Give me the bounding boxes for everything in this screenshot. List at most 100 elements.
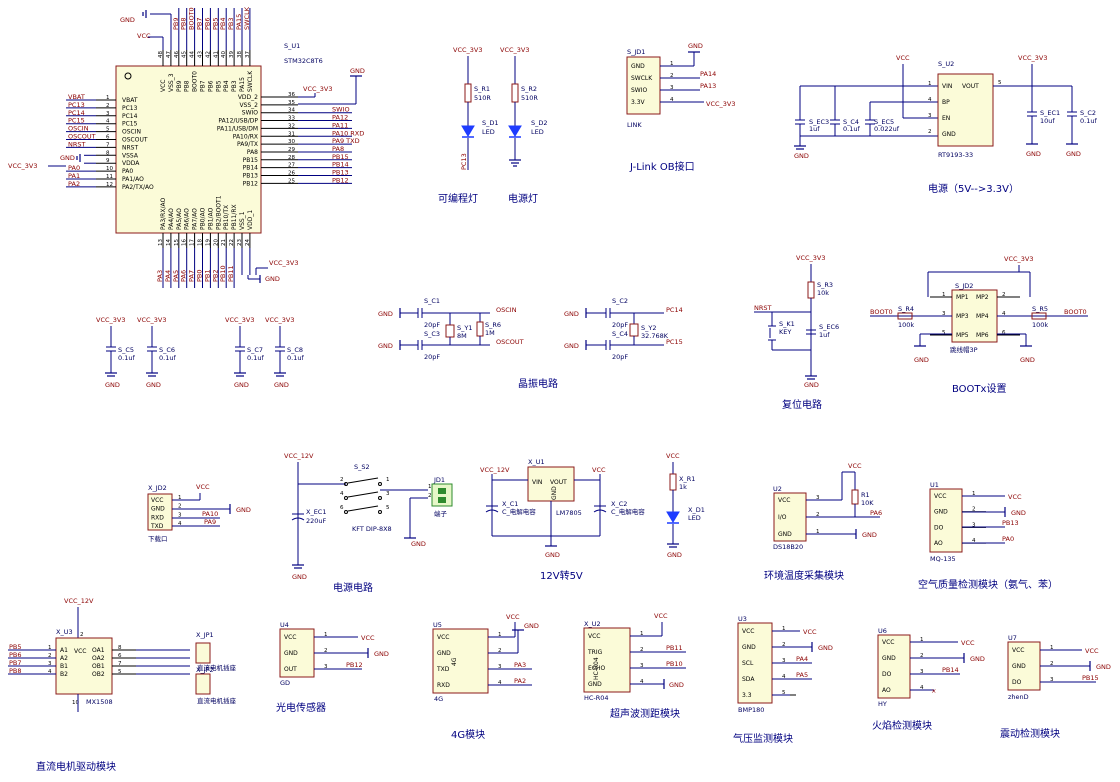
ds-r-val: 10K <box>861 499 874 507</box>
pin-name: VCC <box>934 493 946 500</box>
mcu-net-label: PB9 <box>172 17 180 30</box>
mq-body <box>929 488 963 553</box>
pin-name: RXD <box>437 682 450 689</box>
flame-vcc: VCC <box>961 639 975 647</box>
mcu-pin-name: PA11/USB/DM <box>217 125 258 132</box>
mcu-pin-num: 25 <box>288 178 295 184</box>
resistor-ds-r1-icon <box>851 489 859 505</box>
pin-name: OB1 <box>92 663 105 670</box>
mcu-pin-num: 6 <box>106 135 110 141</box>
mcu-pin-name: VDDA <box>122 160 140 167</box>
r5-des: S_R5 <box>1032 305 1048 313</box>
bmp-pa5: PA5 <box>796 671 808 679</box>
ds-body <box>773 492 807 542</box>
hc-pb10: PB10 <box>666 660 683 668</box>
pin-num: 1 <box>816 529 820 535</box>
mcu-net-label: PA4 <box>164 270 172 282</box>
caption-mq: 空气质量检测模块（氨气、苯） <box>918 578 1058 591</box>
pin-num: 2 <box>324 648 328 654</box>
xt-gnd-2: GND <box>378 342 393 350</box>
jp1-val: 直流电机插座 <box>197 663 237 672</box>
pin-num: 3 <box>928 113 932 119</box>
boot-gnd: GND <box>914 356 929 364</box>
mcu-pin-num: 24 <box>245 239 251 246</box>
pin-num: 4 <box>48 669 52 675</box>
motor-jp1-icon <box>195 642 211 664</box>
mcu-pin-name: PA6/AO <box>184 208 191 230</box>
pin-name: B2 <box>60 671 68 678</box>
mcu-pin-num: 22 <box>229 239 235 246</box>
mcu-pin-name: NRST <box>122 144 138 151</box>
vcc3v3-label-3: VCC_3V3 <box>269 259 299 267</box>
pin-num: 3 <box>782 658 786 664</box>
boot-body <box>951 289 998 343</box>
decoupling-vcc: VCC_3V3 <box>137 316 167 324</box>
r3-des: S_R3 <box>817 281 833 289</box>
mcu-pin-num: 8 <box>106 150 110 156</box>
pin1-marker-icon <box>124 72 132 80</box>
k1-val: KEY <box>779 328 791 336</box>
boot-part: 跳线帽3P <box>950 345 978 354</box>
mcu-pin-name: VSS_3 <box>168 73 175 92</box>
mcu-net-label: PA11 <box>332 121 348 129</box>
pc15-net: PC15 <box>666 338 683 346</box>
mcu-net-label: PA3 <box>156 270 164 282</box>
r4-val: 100k <box>898 321 914 329</box>
decoupling-gnd: GND <box>146 381 161 389</box>
net-label: PB5 <box>9 643 22 651</box>
pin-name: VCC <box>588 633 600 640</box>
vcc-label: VCC <box>137 32 151 40</box>
motor-vcc-pin: VCC <box>74 648 86 655</box>
net-label: PB8 <box>9 667 22 675</box>
pin-num: 3 <box>498 664 502 670</box>
caption-ldo: 电源（5V-->3.3V） <box>928 182 1019 195</box>
pin-name: 3.3 <box>742 692 752 699</box>
mcu-pin-num: 7 <box>106 142 110 148</box>
ldo-designator: S_U2 <box>938 60 954 68</box>
ec1-des: S_EC1 <box>1040 109 1060 117</box>
caption-flame: 火焰检测模块 <box>872 719 932 732</box>
r5-val: 100k <box>1032 321 1048 329</box>
mq-gnd: GND <box>1011 509 1026 517</box>
mcu-pin-num: 34 <box>288 108 295 114</box>
boot0-net-2: BOOT0 <box>1064 308 1087 316</box>
pin-name: GND <box>742 644 756 651</box>
pin-name: TRIG <box>587 649 603 656</box>
ds-gnd: GND <box>862 531 877 539</box>
decoupling-des: S_C7 <box>247 346 263 354</box>
ds-des: U2 <box>773 485 782 493</box>
mq-part: MQ-135 <box>930 555 956 563</box>
download-part: 下载口 <box>148 534 168 543</box>
mcu-net-label: BOOT0 <box>188 7 196 30</box>
r6-des: S_R6 <box>485 321 501 329</box>
pin-num: 4 <box>640 679 644 685</box>
reg-designator: X_U1 <box>528 458 545 466</box>
ldo-gnd-2: GND <box>1026 150 1041 158</box>
mcu-pin-num: 14 <box>166 239 172 246</box>
mcu-pin-name: PB6 <box>207 80 214 92</box>
pin-name: VCC <box>778 497 790 504</box>
mq-pb13: PB13 <box>1002 519 1019 527</box>
pin-num: 1 <box>942 292 946 298</box>
pin-num: 4 <box>920 685 924 691</box>
caption-reset: 复位电路 <box>782 398 822 411</box>
mcu-pin-name: PB3 <box>231 80 238 92</box>
decoupling-caps: VCC_3V3GNDS_C50.1ufVCC_3V3GNDS_C60.1ufVC… <box>96 316 304 389</box>
mcu-pin-name: PB12 <box>243 180 259 187</box>
pc13-net: PC13 <box>460 153 468 170</box>
vib-body <box>1007 641 1041 691</box>
hc-gnd: GND <box>669 681 684 689</box>
mcu-net-label: PA15 <box>235 14 243 30</box>
net-label: PB6 <box>9 651 22 659</box>
pin-num: 2 <box>640 647 644 653</box>
pin-num: 1 <box>324 632 328 638</box>
motor-gnd-num: 10 <box>72 700 79 706</box>
pc-gnd-2: GND <box>411 540 426 548</box>
mcu-pin-num: 42 <box>205 51 211 58</box>
pin-num: 2 <box>670 73 674 79</box>
